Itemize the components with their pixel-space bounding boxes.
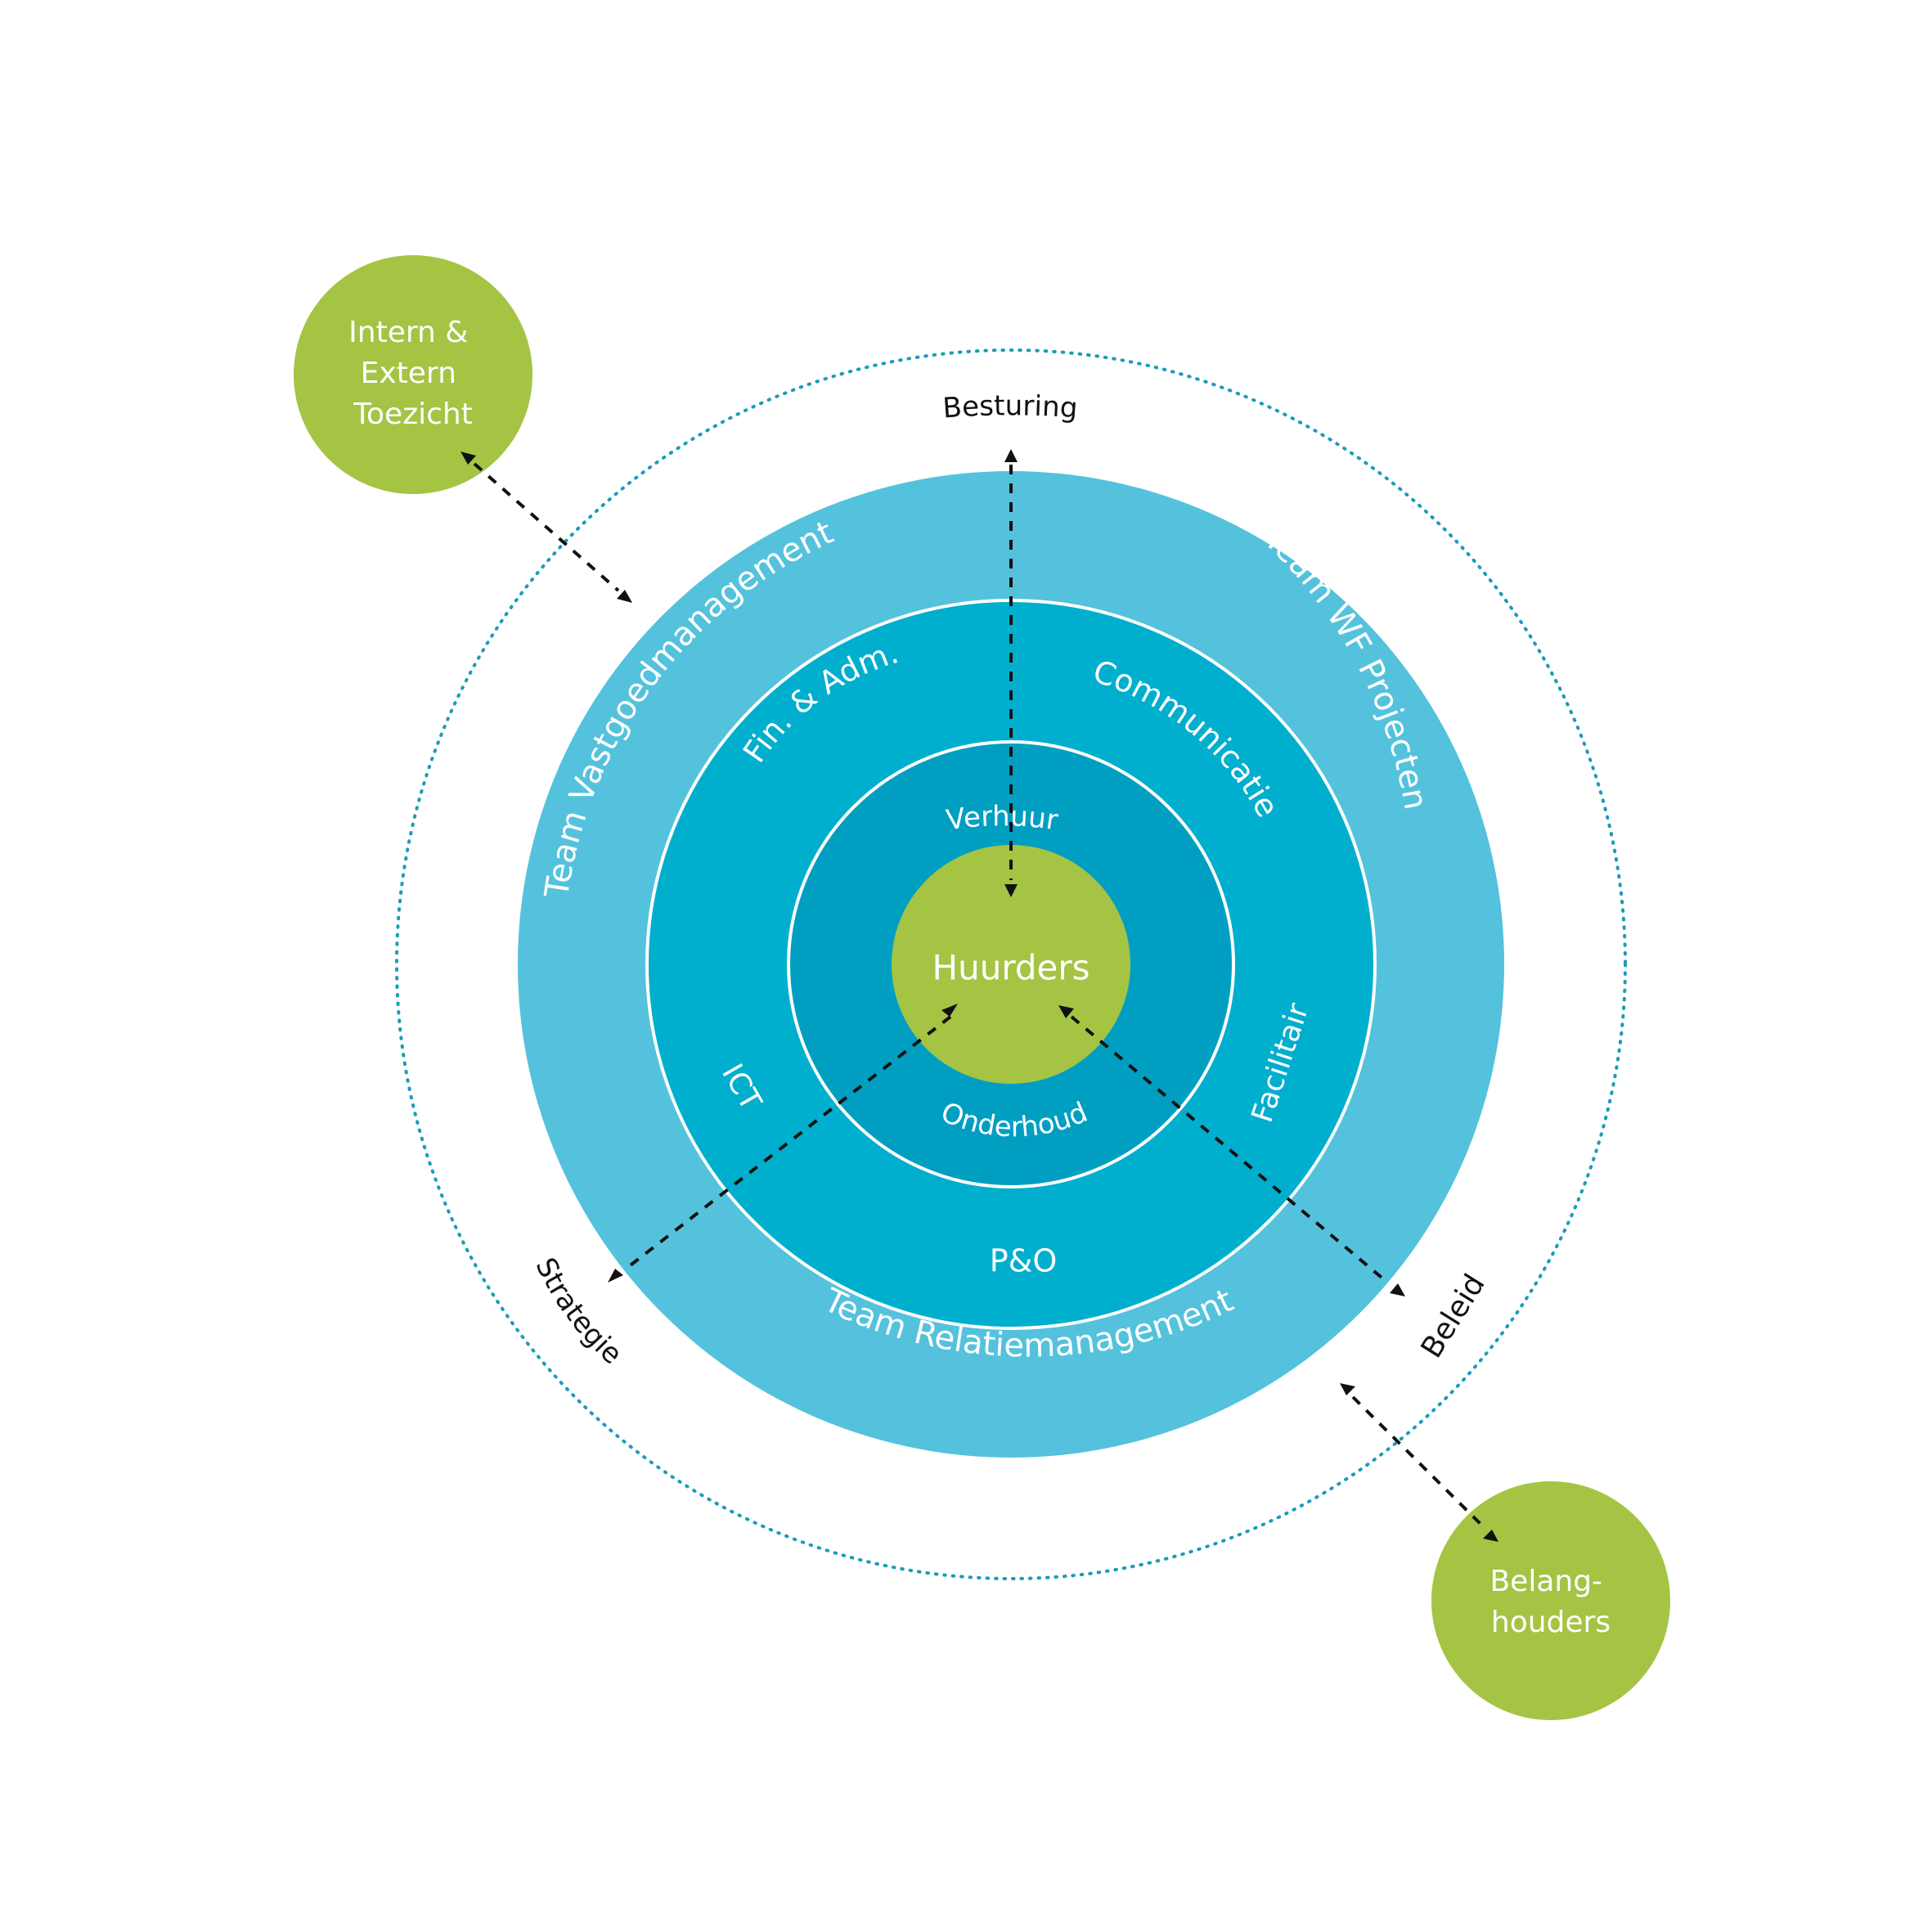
middle-ring-bottom-label: P&O — [990, 1243, 1057, 1279]
satellite-toezicht-line-1: Intern & — [348, 316, 468, 349]
flow-besturing-label: Besturing — [941, 389, 1079, 425]
arrowhead-besturing-bottom — [1004, 884, 1018, 897]
satellite-belanghouders-label: Belang- houders — [1489, 1565, 1611, 1639]
flow-strategie-label: Strategie — [528, 1253, 628, 1372]
arrowhead-belanghouders-start — [1340, 1383, 1355, 1395]
arrowhead-toezicht-end — [617, 590, 632, 603]
connector-toezicht — [473, 462, 620, 592]
satellite-toezicht-label: Intern & Extern Toezicht — [348, 316, 478, 431]
connector-belanghouders — [1351, 1395, 1486, 1530]
satellite-belanghouders-circle — [1431, 1481, 1670, 1720]
center-circle — [892, 845, 1130, 1084]
satellite-belanghouders-line-1: Belang- — [1489, 1565, 1602, 1598]
satellite-toezicht-line-3: Toezicht — [353, 398, 473, 431]
flow-beleid-label: Beleid — [1415, 1269, 1492, 1364]
connector-beleid — [1070, 1015, 1387, 1283]
satellite-toezicht-line-2: Extern — [361, 357, 456, 390]
arrowhead-beleid-center — [1058, 1005, 1074, 1018]
flow-besturing-label-path: Besturing — [941, 389, 1079, 425]
satellite-belanghouders-line-2: houders — [1491, 1606, 1611, 1639]
center-label: Huurders — [932, 948, 1090, 988]
flow-strategie-label-path: Strategie — [528, 1253, 628, 1372]
arrowhead-strategie-outer — [608, 1269, 623, 1283]
arrowheads — [461, 449, 1498, 1542]
arrowhead-belanghouders-end — [1483, 1530, 1498, 1542]
dotted-boundary-circle — [395, 348, 1627, 1580]
connector-lines — [473, 462, 1486, 1530]
arrowhead-beleid-outer — [1390, 1283, 1405, 1296]
arrowhead-toezicht-start — [461, 452, 476, 465]
satellite-toezicht-circle — [294, 255, 532, 494]
arrowhead-strategie-center — [941, 1004, 958, 1017]
arrowhead-besturing-top — [1004, 449, 1018, 462]
connector-strategie — [627, 1015, 952, 1269]
